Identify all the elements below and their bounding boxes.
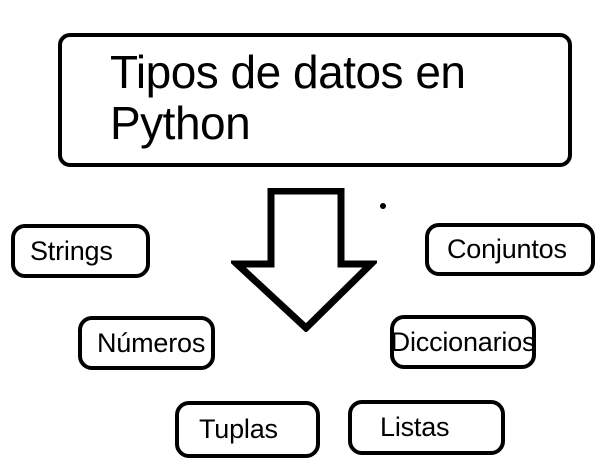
down-arrow-icon [231,188,377,332]
down-arrow-shape [231,188,377,332]
leaf-node-diccionarios: Diccionarios [390,315,536,369]
leaf-node-tuplas: Tuplas [175,401,320,458]
dot-icon [380,203,386,209]
leaf-node-strings: Strings [11,224,150,278]
leaf-node-numeros: Números [78,316,215,370]
leaf-node-label: Tuplas [199,414,278,444]
leaf-node-conjuntos: Conjuntos [425,223,595,276]
leaf-node-label: Listas [380,412,450,442]
leaf-node-label: Números [97,327,206,358]
leaf-node-label: Strings [30,235,113,266]
leaf-node-label: Diccionarios [390,326,536,357]
leaf-node-label: Conjuntos [447,234,567,264]
title-node: Tipos de datos en Python [58,33,572,167]
leaf-node-listas: Listas [348,400,505,455]
title-node-label: Tipos de datos en Python [110,46,466,149]
